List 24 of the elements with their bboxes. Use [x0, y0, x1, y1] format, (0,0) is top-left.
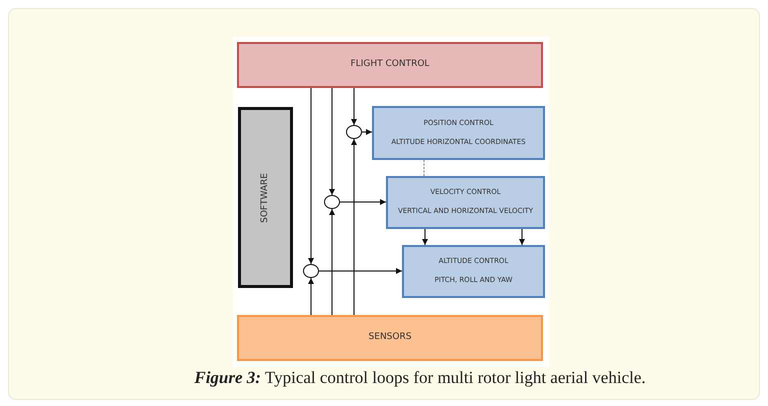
arrow [329, 208, 335, 316]
box-title: FLIGHT CONTROL [350, 60, 430, 70]
process-box [402, 245, 545, 298]
arrow [362, 129, 372, 135]
summing-circle [303, 264, 319, 278]
arrow [340, 199, 386, 205]
summing-circle [346, 125, 362, 139]
process-box [237, 42, 543, 88]
process-box [237, 315, 543, 361]
arrow [351, 88, 357, 126]
arrow [351, 138, 357, 316]
arrow [422, 228, 428, 246]
process-box [238, 107, 293, 288]
arrow [329, 88, 335, 196]
arrow [318, 268, 402, 274]
summing-circle [324, 195, 340, 209]
box-title: SOFTWARE [260, 172, 270, 222]
arrow [308, 88, 314, 264]
figure-caption: Figure 3: Typical control loops for multi rotor light aerial vehicle. [193, 368, 647, 388]
arrow [519, 228, 525, 246]
arrow [308, 278, 314, 316]
box-title: SENSORS [368, 333, 412, 343]
process-box [372, 106, 545, 160]
process-box [386, 176, 545, 229]
